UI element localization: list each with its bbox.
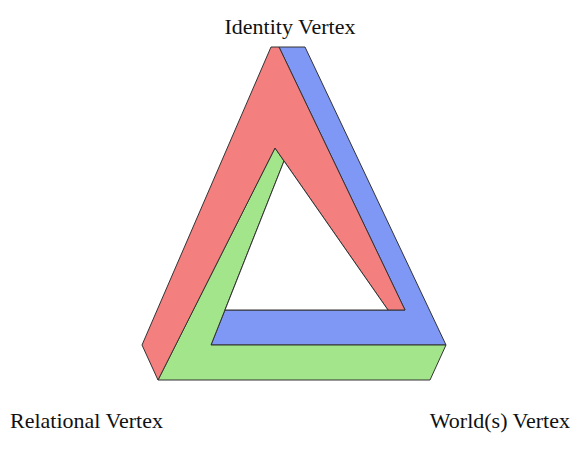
inner-hole	[225, 161, 388, 310]
vertex-label: World(s) Vertex	[430, 408, 570, 434]
vertex-label: Relational Vertex	[10, 408, 163, 434]
vertex-label: Identity Vertex	[225, 14, 356, 40]
red-beam	[142, 47, 405, 380]
